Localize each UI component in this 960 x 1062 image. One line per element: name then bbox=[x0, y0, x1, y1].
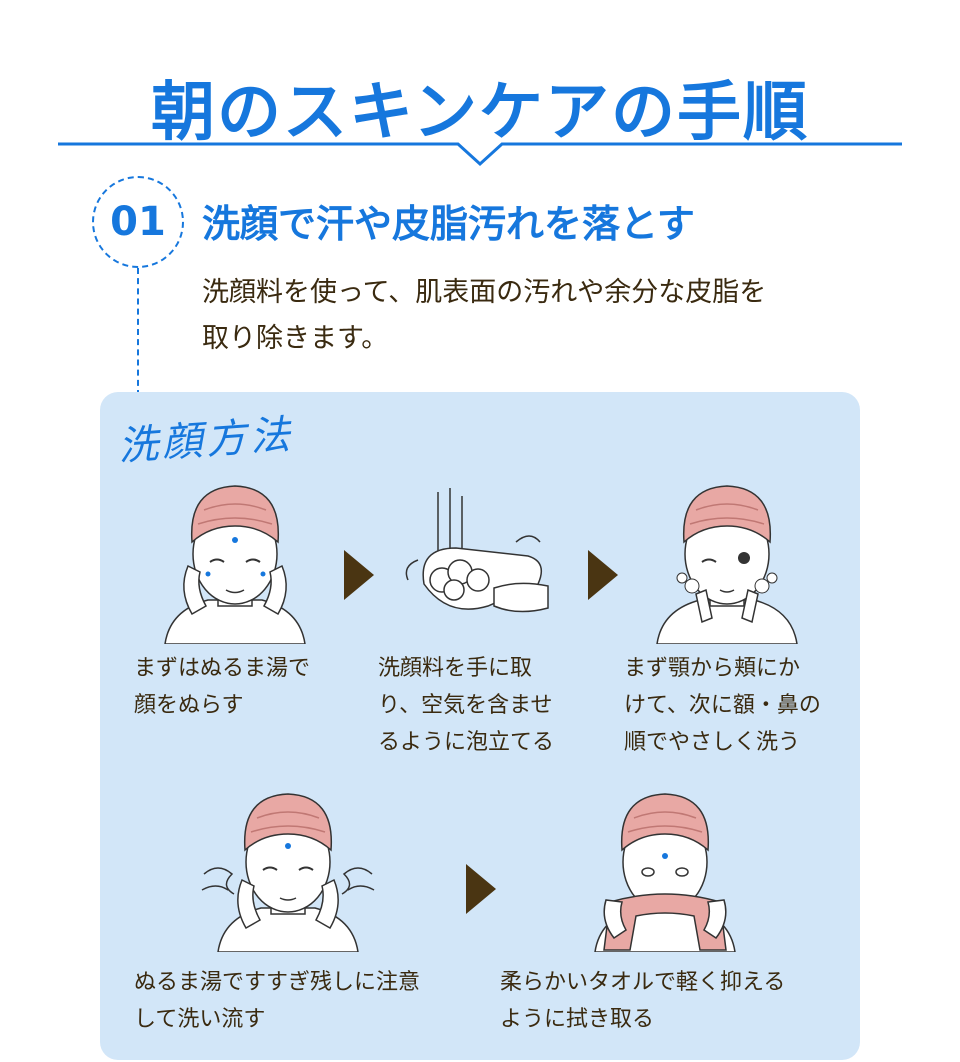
face-wet-icon bbox=[164, 485, 306, 644]
step-description-line: 洗顔料を使って、肌表面の汚れや余分な皮脂を bbox=[202, 277, 767, 308]
step-description: 洗顔料を使って、肌表面の汚れや余分な皮脂を 取り除きます。 bbox=[202, 270, 882, 362]
next-arrow-icon bbox=[588, 550, 618, 600]
caption-line: ように拭き取る bbox=[500, 1007, 655, 1032]
caption-line: るように泡立てる bbox=[378, 730, 555, 755]
title-divider bbox=[58, 142, 902, 167]
step-description-line: 取り除きます。 bbox=[202, 323, 389, 354]
method-step-caption: まずはぬるま湯で 顔をぬらす bbox=[134, 650, 310, 724]
caption-line: ぬるま湯ですすぎ残しに注意 bbox=[134, 970, 421, 995]
caption-line: して洗い流す bbox=[134, 1007, 266, 1032]
caption-line: まず顎から頬にか bbox=[624, 656, 801, 681]
method-step-caption: 洗顔料を手に取 り、空気を含ませ るように泡立てる bbox=[378, 650, 554, 761]
face-towel-icon bbox=[594, 793, 736, 952]
method-step-caption: ぬるま湯ですすぎ残しに注意 して洗い流す bbox=[134, 964, 420, 1038]
face-washing-icon bbox=[656, 485, 798, 644]
page-title: 朝のスキンケアの手順 bbox=[150, 75, 810, 150]
caption-line: まずはぬるま湯で bbox=[134, 656, 311, 681]
method-step-caption: 柔らかいタオルで軽く抑える ように拭き取る bbox=[500, 964, 785, 1038]
step-heading: 洗顔で汗や皮脂汚れを落とす bbox=[202, 202, 695, 246]
caption-line: 洗顔料を手に取 bbox=[378, 656, 533, 681]
caption-line: 柔らかいタオルで軽く抑える bbox=[500, 970, 786, 995]
step-number-badge: 01 bbox=[92, 176, 184, 268]
face-rinse-icon bbox=[201, 793, 375, 952]
caption-line: けて、次に額・鼻の bbox=[624, 693, 821, 718]
hands-foam-icon bbox=[405, 488, 549, 613]
step-connector-line bbox=[137, 268, 139, 396]
next-arrow-icon bbox=[344, 550, 374, 600]
method-title: 洗顔方法 bbox=[116, 411, 296, 470]
method-step-caption: まず顎から頬にか けて、次に額・鼻の 順でやさしく洗う bbox=[624, 650, 821, 761]
caption-line: り、空気を含ませ bbox=[378, 693, 553, 718]
caption-line: 順でやさしく洗う bbox=[624, 730, 801, 755]
next-arrow-icon bbox=[466, 864, 496, 914]
caption-line: 顔をぬらす bbox=[134, 693, 244, 718]
